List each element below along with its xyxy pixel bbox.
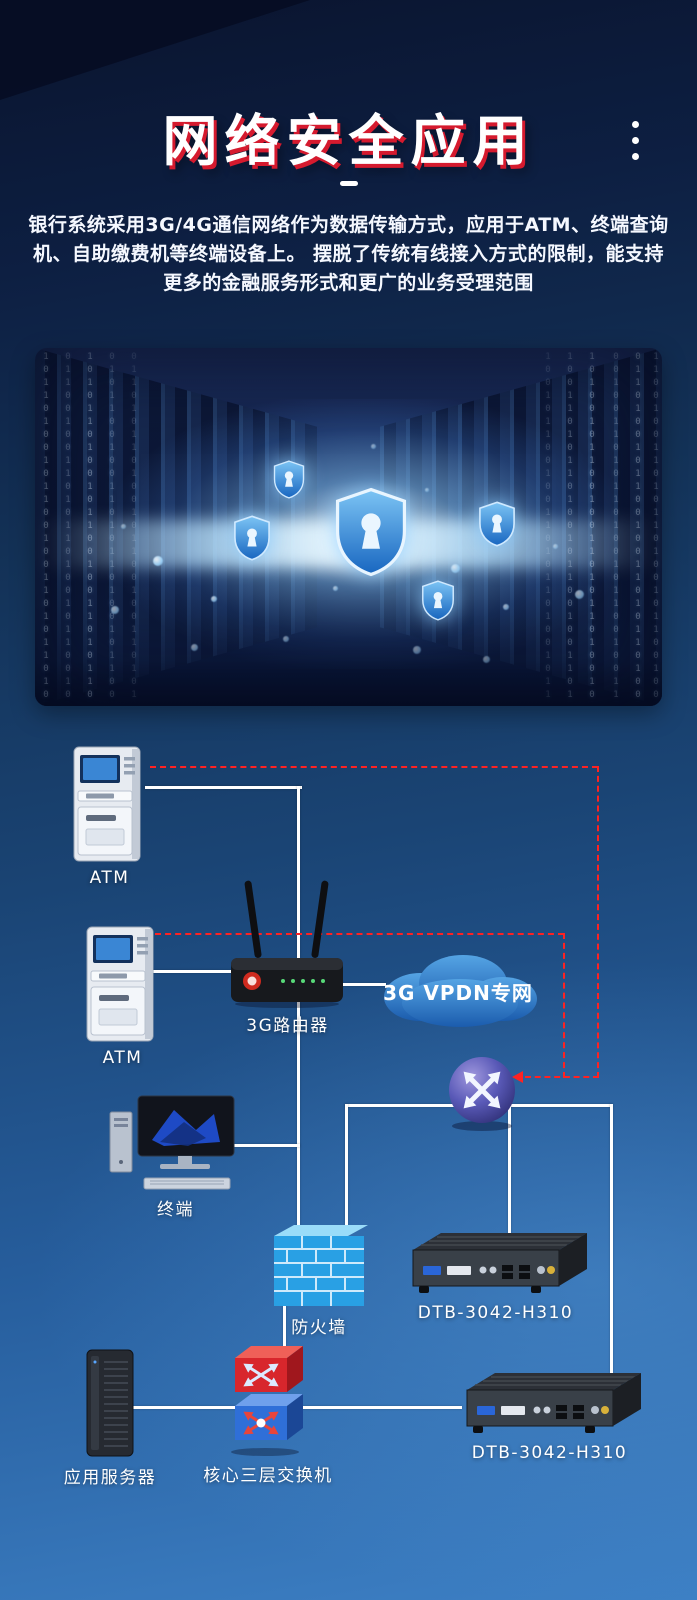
bokeh-dot <box>121 524 126 529</box>
bokeh-dot <box>483 656 490 663</box>
link-line <box>300 1406 462 1409</box>
node-label: 防火墙 <box>291 1318 347 1338</box>
bokeh-dot <box>413 646 421 654</box>
bokeh-dot <box>575 590 584 599</box>
bokeh-dot <box>503 604 509 610</box>
node-label: DTB-3042-H310 <box>417 1303 574 1323</box>
header: 网络安全应用 <box>0 96 697 176</box>
link-line <box>297 786 300 958</box>
vpn-dashed-line <box>563 933 565 1078</box>
node-terminal: 终端 <box>108 1092 243 1220</box>
node-core-router <box>440 1052 525 1132</box>
bokeh-dot <box>283 636 289 642</box>
bokeh-dot <box>191 644 198 651</box>
router-sphere-icon <box>449 1057 515 1131</box>
floor-shadow <box>35 562 662 706</box>
node-label: DTB-3042-H310 <box>471 1443 628 1463</box>
bokeh-dot <box>111 606 119 614</box>
node-label: 3G路由器 <box>246 1016 329 1036</box>
node-3g-router: 3G路由器 <box>225 878 350 1036</box>
link-line <box>610 1104 613 1373</box>
vpn-dashed-line <box>525 1076 599 1078</box>
link-line <box>130 1406 240 1409</box>
link-line <box>340 983 386 986</box>
embedded-pc-icon <box>466 1373 641 1433</box>
link-line <box>152 970 244 973</box>
link-line <box>233 1144 300 1147</box>
desktop-computer-icon <box>109 1095 235 1190</box>
node-label: 应用服务器 <box>63 1468 157 1488</box>
network-topology-diagram: ATM ATM 3G路由器 <box>0 730 697 1560</box>
layer3-switch-icon <box>231 1346 303 1456</box>
node-firewall: 防火墙 <box>268 1216 370 1338</box>
network-cloud-icon <box>384 955 537 1027</box>
server-room-image: 1011010010110010011010110100101100100110… <box>35 348 662 706</box>
vpn-dashed-line <box>597 766 599 1078</box>
embedded-pc-icon <box>412 1233 587 1293</box>
bokeh-dot <box>211 596 217 602</box>
bokeh-dot <box>425 488 429 492</box>
vpn-arrowhead <box>512 1071 523 1083</box>
shield-keyhole-icon <box>232 515 272 565</box>
node-embedded-pc-top: DTB-3042-H310 <box>398 1228 593 1323</box>
tower-server-icon <box>86 1349 134 1457</box>
cloud-label: 3G VPDN专网 <box>383 981 533 1005</box>
node-vpdn-cloud: 3G VPDN专网 <box>368 945 548 1035</box>
node-core-switch: 核心三层交换机 <box>198 1340 338 1486</box>
title-divider <box>339 181 358 186</box>
bokeh-dot <box>371 444 376 449</box>
node-atm-top: ATM <box>62 745 157 888</box>
vertical-ellipsis-icon <box>632 112 639 169</box>
node-app-server: 应用服务器 <box>60 1348 160 1488</box>
bokeh-dot <box>333 586 338 591</box>
atm-machine-icon <box>86 926 153 1042</box>
firewall-wall-icon <box>274 1225 368 1306</box>
node-label: 终端 <box>157 1200 194 1220</box>
wireless-router-icon <box>231 880 343 1008</box>
link-line <box>145 786 302 789</box>
corner-decoration <box>0 0 310 100</box>
node-atm-bottom: ATM <box>75 925 170 1068</box>
link-line <box>297 1002 300 1232</box>
shield-keyhole-icon <box>420 580 456 625</box>
vpn-dashed-line <box>150 766 598 768</box>
vpn-dashed-line <box>155 933 564 935</box>
bokeh-dot <box>451 564 460 573</box>
bokeh-dot <box>153 556 163 566</box>
shield-keyhole-icon <box>272 460 306 503</box>
link-line <box>283 1304 286 1348</box>
node-label: ATM <box>89 868 130 888</box>
node-label: 核心三层交换机 <box>203 1466 333 1486</box>
shield-keyhole-icon <box>477 501 517 551</box>
shield-keyhole-icon-main <box>332 487 410 581</box>
link-line <box>508 1104 511 1233</box>
node-embedded-pc-bottom: DTB-3042-H310 <box>452 1368 647 1463</box>
bokeh-dot <box>553 544 558 549</box>
link-line <box>345 1104 348 1225</box>
atm-machine-icon <box>73 746 140 862</box>
intro-paragraph: 银行系统采用3G/4G通信网络作为数据传输方式，应用于ATM、终端查询机、自助缴… <box>28 214 669 294</box>
node-label: ATM <box>102 1048 143 1068</box>
page-title: 网络安全应用 <box>162 109 535 173</box>
vignette <box>35 348 662 706</box>
